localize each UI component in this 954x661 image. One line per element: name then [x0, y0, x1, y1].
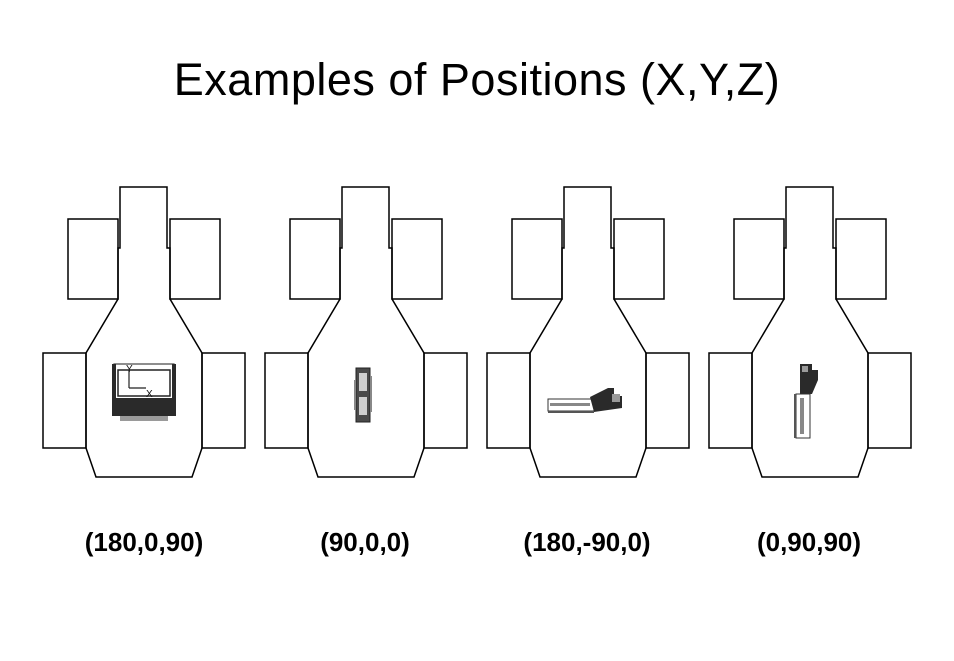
- board-edge-vertical-icon: [354, 367, 372, 423]
- fixture-top-right-tab: [391, 218, 443, 300]
- axis-y-label: Y: [126, 364, 133, 375]
- fixture-top-right-tab: [835, 218, 887, 300]
- fixture-side-left-tab: [42, 352, 87, 449]
- fixture-outline-1: Y X: [42, 180, 246, 480]
- fixture-body: [85, 186, 203, 478]
- board-top-view-icon: Y X: [112, 363, 176, 421]
- fixture-side-right-tab: [645, 352, 690, 449]
- position-label-3: (180,-90,0): [523, 527, 651, 557]
- fixture-outline-3: [486, 180, 690, 480]
- axis-x-label: X: [146, 389, 153, 400]
- position-label-4: (0,90,90): [756, 527, 862, 557]
- position-label-1: (180,0,90): [84, 527, 204, 557]
- fixture-side-right-tab: [867, 352, 912, 449]
- fixture-top-right-tab: [169, 218, 221, 300]
- positions-diagram: Y X: [0, 180, 954, 490]
- slide-title: Examples of Positions (X,Y,Z): [173, 54, 781, 105]
- fixture-top-left-tab: [733, 218, 785, 300]
- fixture-top-left-tab: [511, 218, 563, 300]
- fixture-body: [307, 186, 425, 478]
- board-side-horizontal-icon: [547, 388, 622, 413]
- fixture-side-left-tab: [708, 352, 753, 449]
- fixture-body: [529, 186, 647, 478]
- fixture-outline-2: [264, 180, 468, 480]
- fixture-side-right-tab: [423, 352, 468, 449]
- fixture-side-right-tab: [201, 352, 246, 449]
- fixture-top-left-tab: [67, 218, 119, 300]
- fixture-top-left-tab: [289, 218, 341, 300]
- fixture-side-left-tab: [486, 352, 531, 449]
- fixture-top-right-tab: [613, 218, 665, 300]
- fixture-outline-4: [708, 180, 912, 480]
- board-side-vertical-icon: [794, 364, 818, 439]
- position-label-2: (90,0,0): [320, 527, 410, 557]
- fixture-side-left-tab: [264, 352, 309, 449]
